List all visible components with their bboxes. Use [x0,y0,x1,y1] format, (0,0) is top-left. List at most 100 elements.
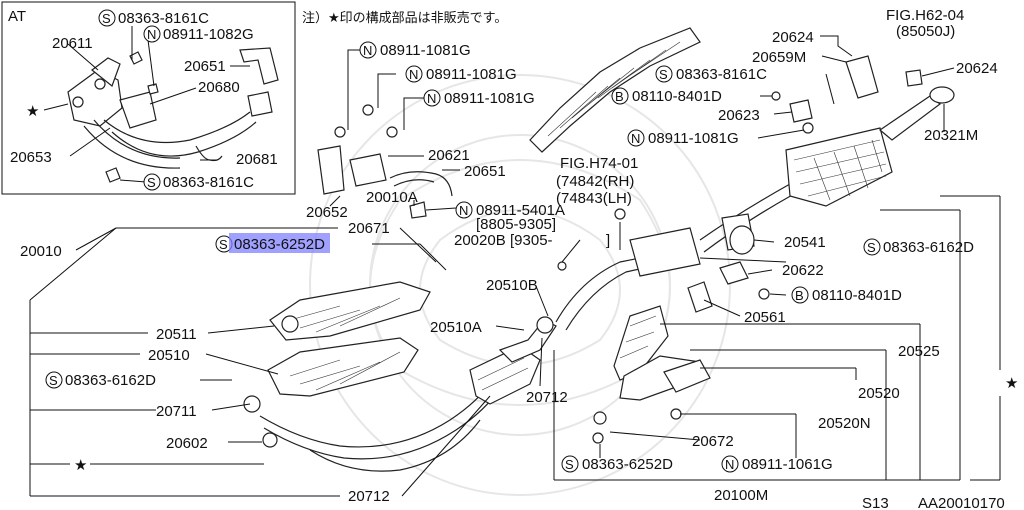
tunnel-heat-shield [529,27,701,153]
front-pipe-assembly [243,316,557,472]
label-20602: 20602 [166,435,208,452]
label-20520: 20520 [858,385,900,402]
label-nut-a: 08911-1081G [380,42,471,59]
rear-brackets [592,305,711,444]
label-nut-b: 08911-1081G [426,66,517,83]
label-20651: 20651 [464,163,506,180]
label-bolt-8401-top: 08110-8401D [632,88,722,105]
label-at-bolt-bottom: 08363-8161C [163,174,254,191]
center-pipe [555,183,795,331]
circle-s-marker: S [655,65,673,83]
circle-s-marker: S [143,173,161,191]
star-marker-left: ★ [74,457,87,474]
circle-b-marker: B [791,286,809,304]
label-bolt-8401-bottom: 08110-8401D [812,287,902,304]
label-20652: 20652 [306,204,348,221]
highlighted-callout[interactable] [229,233,330,253]
fig-ref-top: FIG.H62-04 [886,7,964,24]
label-20659m: 20659M [752,49,806,66]
label-20624-right: 20624 [956,60,998,77]
svg-text:S: S [49,373,58,388]
fig-ref-top-sub: (85050J) [896,23,955,40]
label-20510a: 20510A [430,319,482,336]
circle-n-marker: N [721,455,739,473]
label-20541: 20541 [784,234,826,251]
at-inset-parts [67,47,279,183]
label-20525: 20525 [898,343,940,360]
label-20681: 20681 [236,151,278,168]
label-20010a: 20010A [366,189,418,206]
diagram-code: AA20010170 [918,495,1005,510]
svg-text:N: N [409,67,418,82]
circle-n-marker: N [455,201,473,219]
svg-text:S: S [102,11,111,26]
svg-text:B: B [615,89,624,104]
circle-s-marker: S [863,238,881,256]
circle-b-marker: B [611,87,629,105]
fig-ref-mid-lh: (74843(LH) [556,190,632,207]
heat-shield-20510 [267,337,419,397]
circle-n-marker: N [405,65,423,83]
label-20711: 20711 [156,403,197,420]
heat-shield-20511 [269,281,431,341]
label-20510b: 20510B [486,277,538,294]
svg-text:N: N [147,27,156,42]
label-20511: 20511 [156,326,197,343]
label-bolt-6252-top[interactable]: 08363-6252D [234,236,325,253]
label-20621: 20621 [428,147,470,164]
label-nut-5401a: 08911-5401A [476,202,565,219]
label-20672: 20672 [692,433,734,450]
circle-n-marker: N [423,89,441,107]
label-nut-c: 08911-1081G [444,90,535,107]
label-bolt-6252-bottom: 08363-6252D [582,456,673,473]
label-20680: 20680 [198,79,240,96]
label-20561: 20561 [744,309,786,326]
circle-n-marker: N [627,129,645,147]
fig-ref-mid-rh: (74842(RH) [556,173,634,190]
svg-text:N: N [427,91,436,106]
fig-ref-mid: FIG.H74-01 [560,155,638,172]
label-at-20651: 20651 [184,58,226,75]
small-hardware-right [557,55,923,313]
circle-n-marker: N [359,41,377,59]
svg-text:B: B [795,288,804,303]
label-bolt-6162-right: 08363-6162D [883,239,974,256]
svg-text:N: N [631,131,640,146]
star-marker-at: ★ [26,103,39,120]
circle-s-marker: S [98,9,116,27]
svg-text:N: N [363,43,372,58]
label-bolt-6162-left: 08363-6162D [65,372,156,389]
label-20321m: 20321M [924,127,978,144]
svg-text:S: S [147,175,156,190]
svg-text:S: S [565,457,574,472]
label-nut-1081-right: 08911-1081G [648,130,739,147]
label-at-nut-top: 08911-1082G [163,26,254,43]
not-sold-note: 注）★印の構成部品は非販売です。 [302,10,507,25]
bracket-cluster [317,104,453,219]
at-inset-label: AT [8,8,26,25]
label-20520n: 20520N [818,415,871,432]
svg-text:S: S [659,67,668,82]
svg-text:S: S [219,237,228,252]
label-20510: 20510 [148,347,190,364]
circle-s-marker: S [45,371,63,389]
label-bolt-8161-right: 08363-8161C [676,66,767,83]
label-20010: 20010 [20,243,62,260]
label-20622: 20622 [782,262,824,279]
svg-text:N: N [725,457,734,472]
model-code: S13 [862,495,889,510]
label-20100m: 20100M [714,487,768,504]
label-20712-mid: 20712 [526,389,568,406]
label-range2: [9305- [510,232,553,249]
label-at-bolt-top: 08363-8161C [118,10,209,27]
label-range2-close: ] [606,232,610,249]
circle-s-marker: S [561,455,579,473]
label-20624-top: 20624 [772,29,814,46]
main-muffler [785,86,955,207]
label-20623: 20623 [718,107,760,124]
svg-text:N: N [459,203,468,218]
circle-n-marker: N [143,25,161,43]
label-nut-1061g: 08911-1061G [742,456,833,473]
label-20712-bottom: 20712 [348,488,390,505]
